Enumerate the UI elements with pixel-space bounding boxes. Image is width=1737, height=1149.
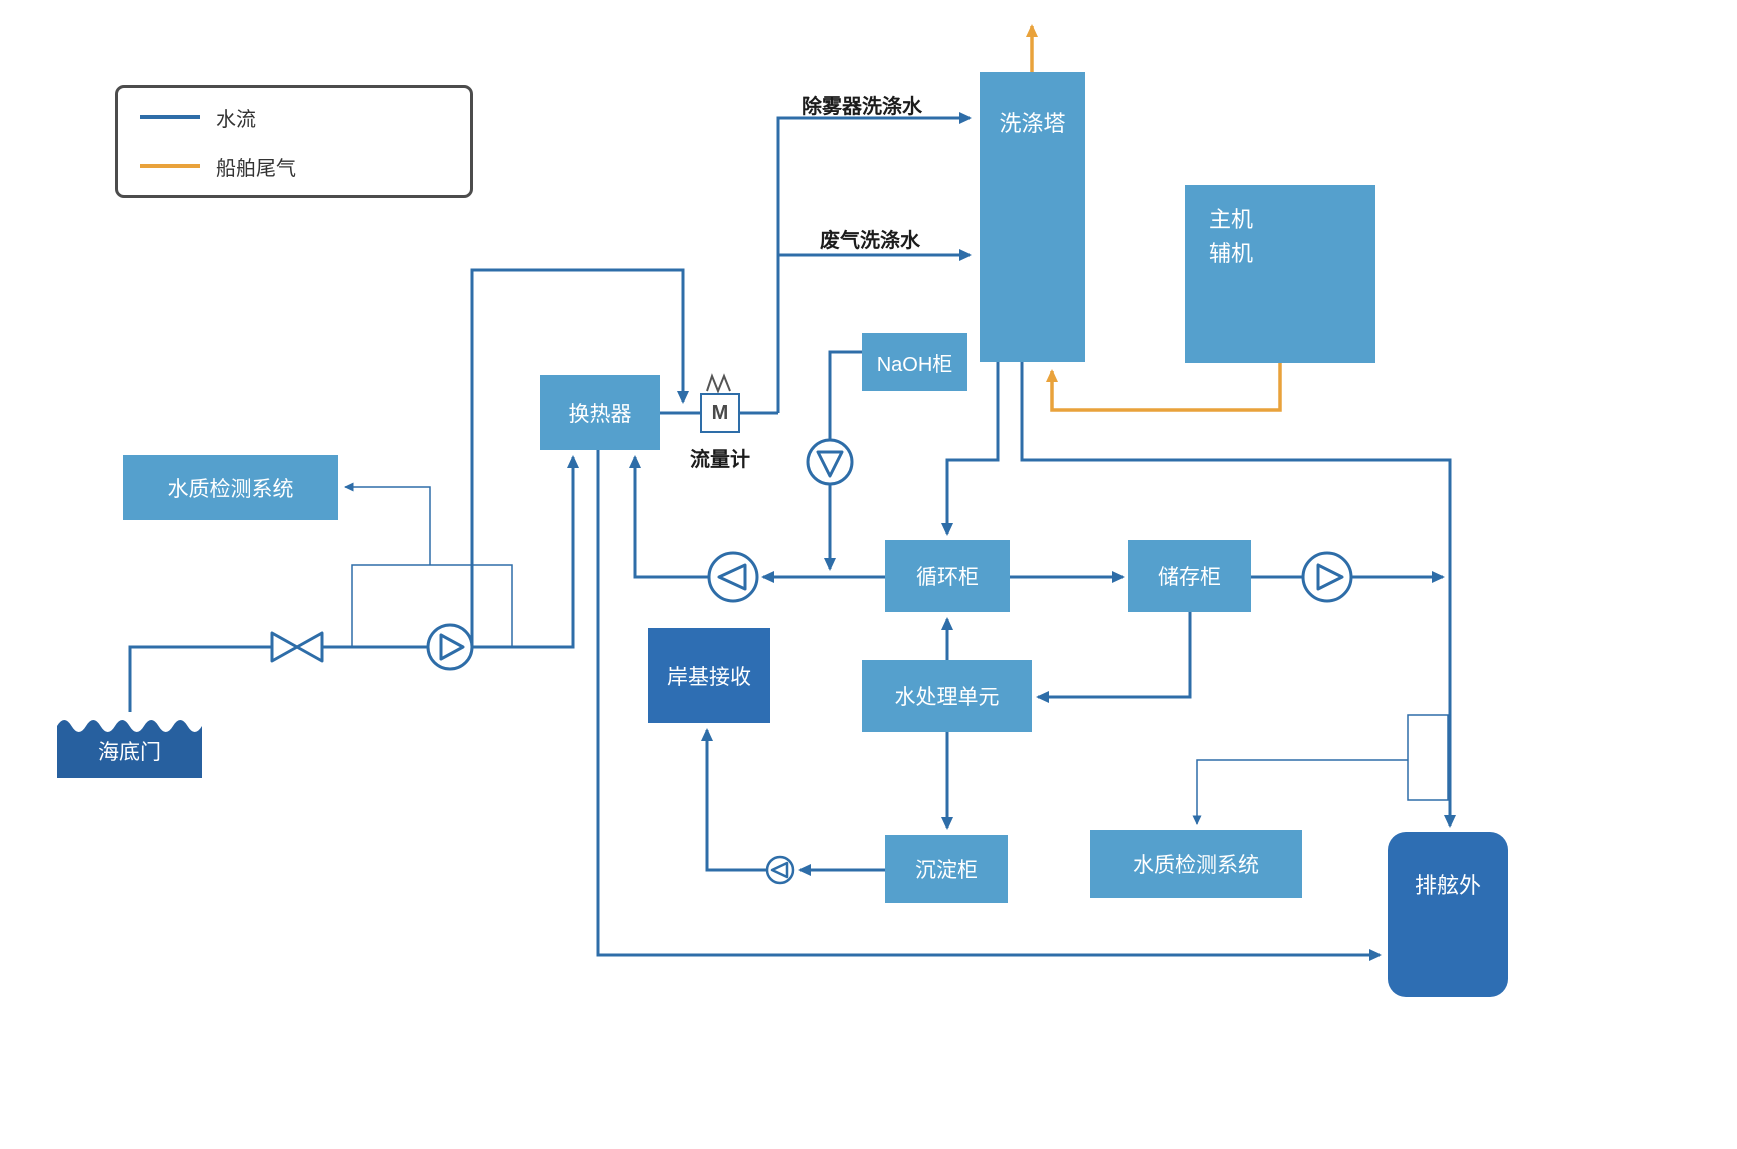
valve-icon (270, 631, 324, 663)
line-pump-to-heatexchanger2 (629, 455, 709, 579)
water-flow-line-sample-icon (140, 115, 200, 119)
line-seachest-to-valve (128, 645, 272, 712)
heat-exchanger-node: 换热器 (540, 375, 660, 450)
storage-tank-node: 储存柜 (1128, 540, 1251, 612)
line-sampling-to-waterquality-left (344, 482, 431, 565)
line-tower-to-overboard (1020, 362, 1456, 828)
line-pump-to-heatexchanger (472, 455, 579, 649)
water-treatment-unit-node: 水处理单元 (862, 660, 1032, 732)
line-sampling-bypass (351, 564, 513, 647)
line-sampling-to-waterquality-right (1192, 759, 1410, 825)
line-engine-exhaust-to-tower (1046, 363, 1282, 412)
line-naoh-down-a (828, 350, 862, 440)
line-tower-to-circulation (941, 362, 1000, 536)
pump-icon-seawater (426, 623, 474, 671)
water-quality-system-left-node: 水质检测系统 (123, 455, 338, 520)
flow-meter-symbol: M (700, 393, 740, 433)
sea-chest-shape (57, 720, 202, 778)
pump-icon-discharge (1301, 551, 1353, 603)
sedimentation-tank-node: 沉淀柜 (885, 835, 1008, 903)
flow-meter-label: 流量计 (690, 449, 750, 471)
pump-icon-sludge (765, 855, 795, 885)
sea-chest-node: 海底门 (98, 741, 161, 764)
legend-exhaust-label: 船舶尾气 (216, 157, 296, 180)
engine-label-line1: 主机 (1209, 207, 1254, 232)
shore-reception-node: 岸基接收 (648, 628, 770, 723)
scrubber-tower-node: 洗涤塔 (980, 72, 1085, 362)
circulation-tank-node: 循环柜 (885, 540, 1010, 612)
exhaust-gas-wash-water-label: 废气洗涤水 (820, 230, 920, 252)
line-storage-to-treatment (1036, 612, 1192, 703)
main-aux-engine-node: 主机 辅机 (1185, 185, 1375, 363)
pump-icon-circulation (707, 551, 759, 603)
legend-row-exhaust: 船舶尾气 (140, 152, 470, 181)
line-bottom-rail-to-overboard (596, 450, 1382, 961)
exhaust-line-sample-icon (140, 164, 200, 168)
flow-meter-coil-icon (706, 373, 731, 394)
pump-icon-naoh (806, 438, 854, 486)
engine-label-line2: 辅机 (1209, 241, 1254, 267)
line-demister-wash (776, 112, 972, 413)
naoh-tank-node: NaOH柜 (862, 333, 967, 391)
legend-row-water: 水流 (140, 103, 470, 132)
demister-wash-water-label: 除雾器洗涤水 (802, 96, 922, 118)
water-quality-system-right-node: 水质检测系统 (1090, 830, 1302, 898)
line-pump-to-shore (701, 728, 766, 872)
legend-water-label: 水流 (216, 108, 256, 131)
overboard-discharge-node: 排舷外 (1388, 832, 1508, 997)
legend: 水流 船舶尾气 (115, 85, 473, 198)
line-top-loop (470, 268, 689, 647)
discharge-sampling-box (1407, 714, 1449, 801)
